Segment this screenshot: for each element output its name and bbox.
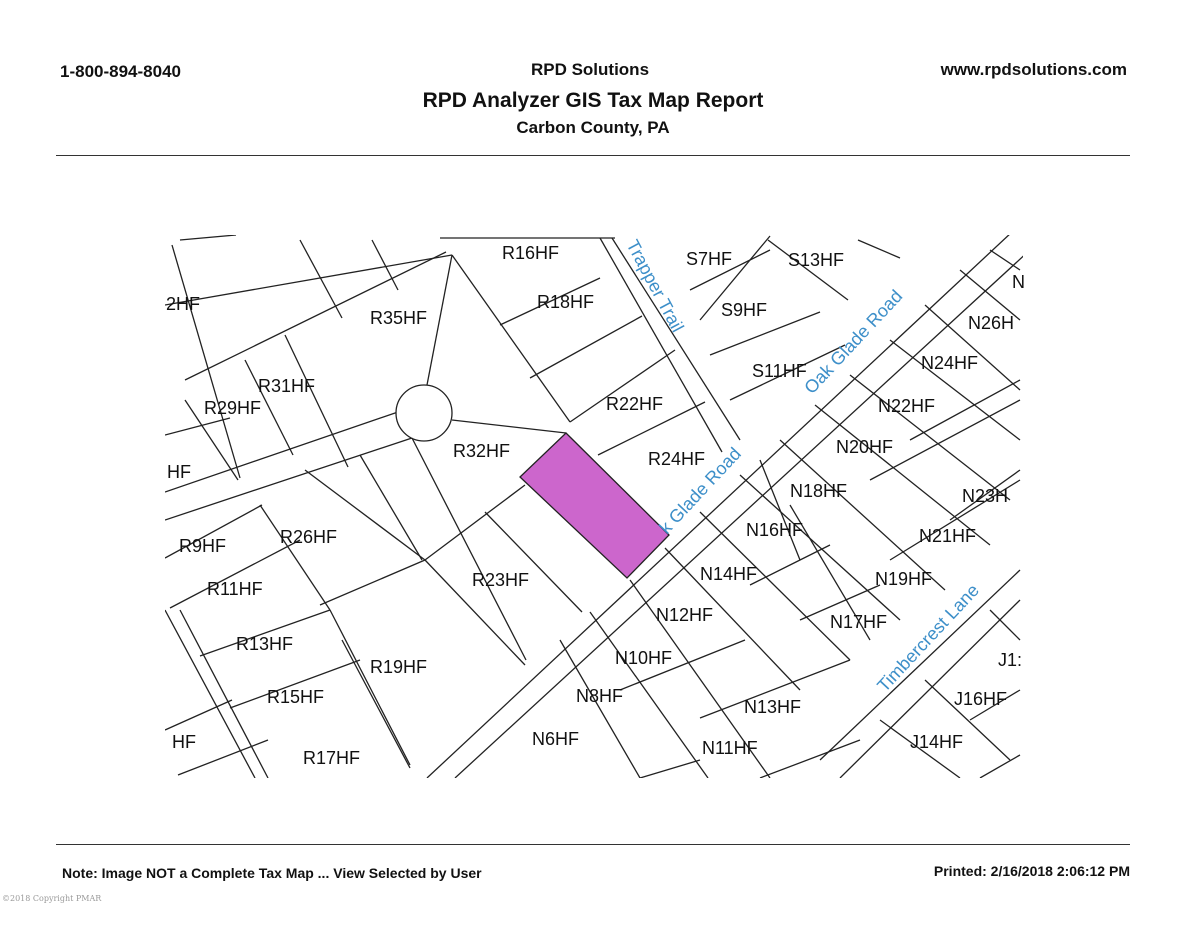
printed-date: Printed: 2/16/2018 2:06:12 PM [933, 863, 1130, 879]
parcel-label: J16HF [954, 689, 1007, 709]
parcel-label: J14HF [910, 732, 963, 752]
parcel-label: R22HF [606, 394, 663, 414]
parcel-label: N20HF [836, 437, 893, 457]
parcel-label: R9HF [179, 536, 226, 556]
parcel-label: S7HF [686, 249, 732, 269]
parcel-lines [165, 235, 1023, 778]
parcel-label: HF [167, 462, 191, 482]
copyright-watermark: ©2018 Copyright PMAR [2, 894, 102, 903]
parcel-label: N8HF [576, 686, 623, 706]
road-label-trapper-trail: Trapper Trail [622, 236, 687, 335]
parcel-label: R19HF [370, 657, 427, 677]
parcel-label: S11HF [752, 361, 807, 381]
parcel-label: N26H [968, 313, 1014, 333]
report-title: RPD Analyzer GIS Tax Map Report [422, 89, 764, 112]
parcel-label: S13HF [788, 250, 844, 270]
parcel-label: R13HF [236, 634, 293, 654]
parcel-label: J1: [998, 650, 1022, 670]
parcel-label: N17HF [830, 612, 887, 632]
header-divider [56, 155, 1130, 156]
parcel-label: 2HF [166, 294, 200, 314]
parcel-label: N22HF [878, 396, 935, 416]
parcel-label: R26HF [280, 527, 337, 547]
selected-parcel[interactable] [519, 432, 670, 579]
county-name: Carbon County, PA [516, 118, 670, 137]
parcel-label: R23HF [472, 570, 529, 590]
parcel-label: N18HF [790, 481, 847, 501]
parcel-label: R18HF [537, 292, 594, 312]
road-label-timbercrest: Timbercrest Lane [873, 580, 983, 696]
parcel-label: N14HF [700, 564, 757, 584]
parcel-label: N23H [962, 486, 1008, 506]
parcel-label: N [1012, 272, 1025, 292]
parcel-label: R35HF [370, 308, 427, 328]
parcel-label: R11HF [207, 579, 263, 599]
parcel-label: S9HF [721, 300, 767, 320]
parcel-label: R31HF [258, 376, 315, 396]
parcel-label: N13HF [744, 697, 801, 717]
parcel-label: HF [172, 732, 196, 752]
parcel-label: N12HF [656, 605, 713, 625]
map-note: Note: Image NOT a Complete Tax Map ... V… [62, 865, 482, 881]
parcel-label: N11HF [702, 738, 758, 758]
website-url: www.rpdsolutions.com [940, 60, 1127, 79]
parcel-label: R16HF [502, 243, 559, 263]
parcel-label: R29HF [204, 398, 261, 418]
parcel-label: N19HF [875, 569, 932, 589]
phone-number: 1-800-894-8040 [60, 62, 181, 81]
company-name: RPD Solutions [530, 60, 650, 79]
parcel-label: N21HF [919, 526, 976, 546]
parcel-label: R32HF [453, 441, 510, 461]
parcel-label: R17HF [303, 748, 360, 768]
parcel-label: N16HF [746, 520, 803, 540]
parcel-label: N10HF [615, 648, 672, 668]
parcel-label: R15HF [267, 687, 324, 707]
footer-divider [56, 844, 1130, 845]
parcel-label: R24HF [648, 449, 705, 469]
parcel-label: N24HF [921, 353, 978, 373]
parcel-label: N6HF [532, 729, 579, 749]
